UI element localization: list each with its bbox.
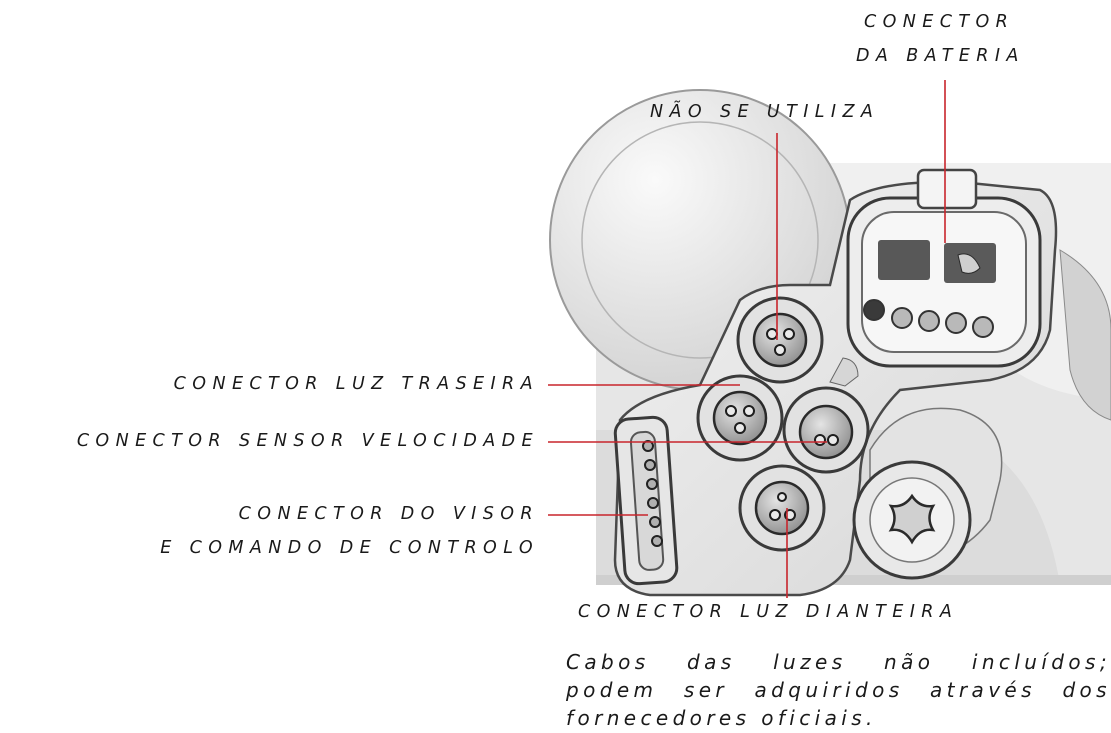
torx-bolt: [852, 460, 972, 580]
label-battery-connector-line2: DA BATERIA: [856, 46, 1025, 66]
label-front-light: CONECTOR LUZ DIANTEIRA: [578, 602, 959, 622]
speed-sensor-connector: [782, 386, 870, 474]
label-display-line2: E COMANDO DE CONTROLO: [160, 538, 539, 558]
display-control-connector: [613, 415, 679, 586]
rear-light-connector: [696, 374, 784, 462]
battery-connector: [846, 168, 1042, 368]
label-display-line1: CONECTOR DO VISOR: [238, 504, 539, 524]
label-speed-sensor: CONECTOR SENSOR VELOCIDADE: [76, 431, 539, 451]
front-light-connector: [738, 464, 826, 552]
label-rear-light: CONECTOR LUZ TRASEIRA: [173, 374, 539, 394]
leader-lines: [548, 80, 946, 598]
cables-note: Cabos das luzes não incluídos; podem ser…: [566, 648, 1111, 732]
label-not-used: NÃO SE UTILIZA: [650, 102, 880, 122]
note-line-2: podem ser adquiridos através dos: [566, 678, 1111, 702]
note-line-1: Cabos das luzes não incluídos;: [566, 650, 1111, 674]
not-used-connector: [736, 296, 859, 387]
label-battery-connector-line1: CONECTOR: [864, 12, 1015, 32]
note-line-3: fornecedores oficiais.: [566, 706, 877, 730]
